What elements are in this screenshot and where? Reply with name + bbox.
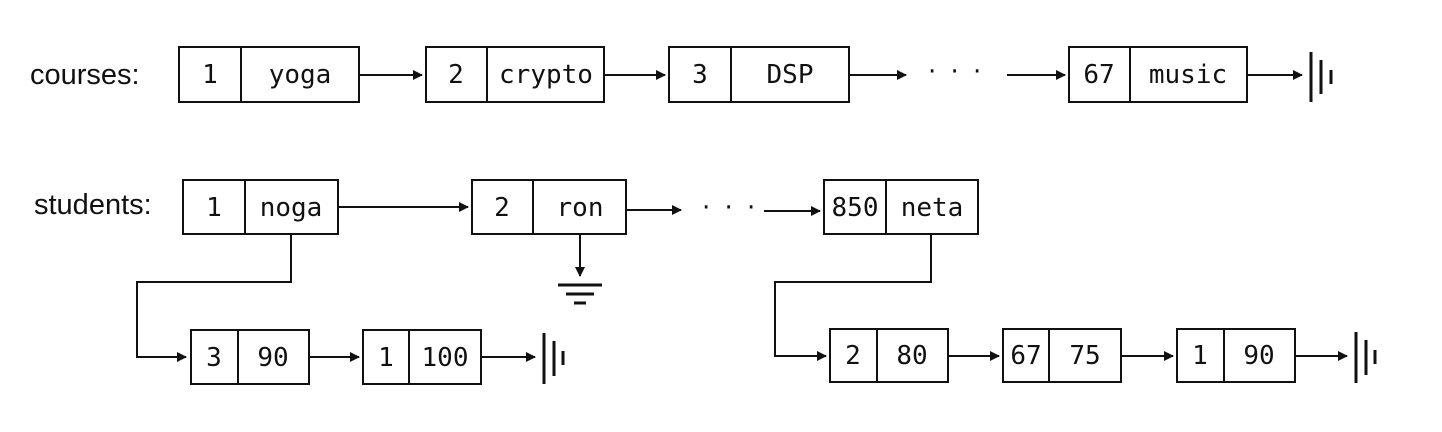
grade-course-id: 2 xyxy=(845,341,861,371)
course-id: 2 xyxy=(448,60,464,90)
course-name: music xyxy=(1149,60,1227,90)
student-id: 850 xyxy=(832,193,879,223)
grade-value: 75 xyxy=(1069,341,1100,371)
grade-course-id: 3 xyxy=(206,343,222,373)
students-label: students: xyxy=(34,189,152,221)
courses-label: courses: xyxy=(30,59,140,91)
ground-null-icon xyxy=(558,283,602,305)
grade-node: 1 100 xyxy=(362,329,482,385)
student-node: 850 neta xyxy=(823,179,979,235)
student-name: neta xyxy=(901,193,964,223)
course-id: 67 xyxy=(1083,60,1114,90)
grades-link-arrow xyxy=(136,234,292,362)
grade-node: 2 80 xyxy=(829,328,949,383)
course-id: 3 xyxy=(692,60,708,90)
null-terminator-icon xyxy=(1354,332,1377,383)
course-name: yoga xyxy=(269,60,332,90)
course-node: 67 music xyxy=(1068,46,1248,103)
grade-course-id: 1 xyxy=(378,343,394,373)
student-id: 1 xyxy=(206,193,222,223)
grade-value: 90 xyxy=(1243,341,1274,371)
null-terminator-icon xyxy=(542,333,565,384)
grade-value: 80 xyxy=(896,341,927,371)
course-name: crypto xyxy=(499,60,593,90)
student-node: 1 noga xyxy=(182,179,339,235)
course-node: 2 crypto xyxy=(425,46,605,103)
grade-value: 90 xyxy=(257,343,288,373)
grade-course-id: 67 xyxy=(1010,341,1041,371)
course-name: DSP xyxy=(767,60,814,90)
students-ellipsis: · · · xyxy=(702,193,758,223)
student-id: 2 xyxy=(494,193,510,223)
grade-node: 3 90 xyxy=(190,329,310,385)
null-terminator-icon xyxy=(1309,52,1333,102)
grade-node: 67 75 xyxy=(1002,328,1122,383)
student-name: noga xyxy=(260,193,323,223)
course-node: 3 DSP xyxy=(668,46,850,103)
student-node: 2 ron xyxy=(471,179,627,235)
courses-ellipsis: · · · xyxy=(928,57,984,87)
grades-link-arrow xyxy=(774,234,932,361)
student-name: ron xyxy=(557,193,604,223)
course-id: 1 xyxy=(202,60,218,90)
grade-value: 100 xyxy=(422,343,469,373)
grade-node: 1 90 xyxy=(1176,328,1296,383)
course-node: 1 yoga xyxy=(178,46,360,103)
grade-course-id: 1 xyxy=(1192,341,1208,371)
